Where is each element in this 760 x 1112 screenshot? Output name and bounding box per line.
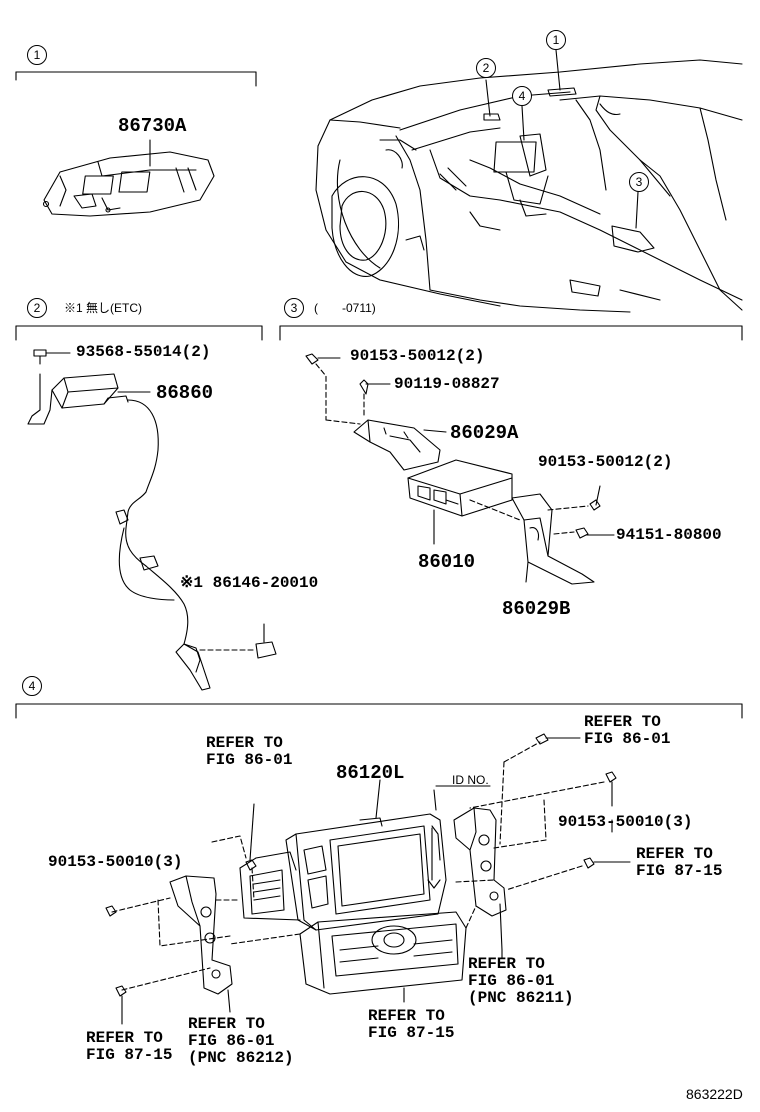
overview-callout-4: 4: [512, 86, 532, 106]
refer-to-fig-86-01-pnc-86212: REFER TO FIG 86-01 (PNC 86212): [188, 1015, 294, 1067]
section-2-callout: 2: [27, 298, 47, 318]
section-2-rule: [15, 325, 263, 341]
part-90153-50012-upper-label: 90153-50012(2): [350, 347, 485, 365]
vehicle-interior-overview: [315, 49, 743, 313]
part-90153-50012-lower-label: 90153-50012(2): [538, 453, 673, 471]
overview-callout-2: 2: [476, 58, 496, 78]
part-90119-08827-label: 90119-08827: [394, 375, 500, 393]
part-86029A-label: 86029A: [450, 422, 519, 444]
section-4-callout: 4: [22, 676, 42, 696]
part-86120L-label: 86120L: [336, 762, 405, 784]
part-86010-label: 86010: [418, 551, 476, 573]
display-86120L-drawing: [105, 733, 631, 1025]
section-4-rule: [15, 703, 743, 719]
unit-86010-drawing: [305, 353, 615, 585]
diagram-code: 863222D: [686, 1086, 743, 1102]
refer-to-fig-87-15-center: REFER TO FIG 87-15: [368, 1007, 455, 1042]
overview-callout-1: 1: [546, 30, 566, 50]
part-90153-50010-right-label: 90153-50010(3): [558, 813, 693, 831]
refer-to-fig-86-01-pnc-86211: REFER TO FIG 86-01 (PNC 86211): [468, 955, 574, 1007]
refer-to-fig-87-15-left: REFER TO FIG 87-15: [86, 1029, 173, 1064]
part-86730A-label: 86730A: [118, 115, 187, 137]
section-2-note: ※1 無し(ETC): [64, 301, 143, 315]
id-number-label: ID NO.: [452, 773, 489, 787]
part-90153-50010-left-label: 90153-50010(3): [48, 853, 183, 871]
part-86146-20010-label: ※1 86146-20010: [180, 574, 319, 592]
section-3-rule: [279, 325, 743, 341]
overview-callout-3: 3: [629, 172, 649, 192]
section-3-range: ( -0711): [314, 301, 376, 315]
refer-to-fig-86-01-top-left: REFER TO FIG 86-01: [206, 734, 293, 769]
part-93568-55014-label: 93568-55014(2): [76, 343, 211, 361]
section-1-callout: 1: [27, 45, 47, 65]
section-3-callout: 3: [284, 298, 304, 318]
section-1-rule: [15, 71, 257, 87]
part-86860-label: 86860: [156, 382, 214, 404]
refer-to-fig-86-01-top-right: REFER TO FIG 86-01: [584, 713, 671, 748]
refer-to-fig-87-15-right: REFER TO FIG 87-15: [636, 845, 723, 880]
part-86029B-label: 86029B: [502, 598, 571, 620]
overhead-module-86730A-drawing: [42, 139, 215, 217]
unit-86860-drawing: [27, 349, 277, 691]
part-94151-80800-label: 94151-80800: [616, 526, 722, 544]
